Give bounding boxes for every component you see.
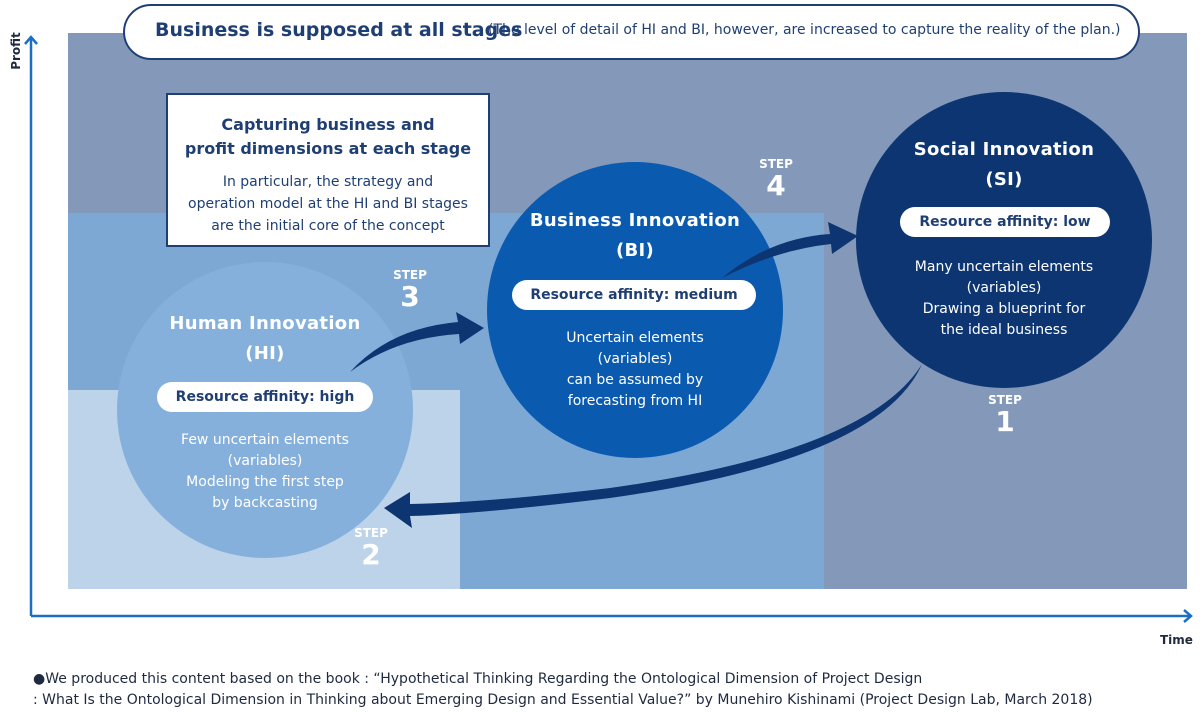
bi-title-line: (BI) (615, 240, 655, 261)
callout-body-line: operation model at the HI and BI stages (188, 196, 468, 212)
hi-title: Human Innovation (HI) (117, 309, 413, 369)
step-3-number: 3 (400, 280, 420, 313)
x-axis-label: Time (1160, 633, 1193, 647)
callout-box: Capturing business and profit dimensions… (166, 93, 490, 247)
step-4-number: 4 (766, 169, 786, 202)
bi-resource-pill: Resource affinity: medium (512, 280, 756, 310)
step-3-marker: STEP 3 (380, 268, 440, 312)
si-title-line: (SI) (985, 169, 1023, 190)
si-resource-pill: Resource affinity: low (900, 207, 1110, 237)
step-1-marker: STEP 1 (975, 393, 1035, 437)
si-title: Social Innovation (SI) (856, 135, 1152, 195)
bi-body-line: Uncertain elements (566, 330, 704, 346)
step-1-word: STEP (988, 393, 1022, 407)
step-4-word: STEP (759, 157, 793, 171)
callout-body: In particular, the strategy and operatio… (168, 171, 488, 237)
si-title-line: Social Innovation (913, 139, 1095, 160)
hi-body-line: Few uncertain elements (181, 432, 349, 448)
callout-body-line: In particular, the strategy and (222, 174, 434, 190)
si-circle (856, 92, 1152, 388)
callout-title-line: Capturing business and (221, 115, 435, 134)
arrow-bi-to-si (722, 222, 858, 278)
si-body-line: (variables) (966, 280, 1042, 296)
step-1-number: 1 (995, 405, 1015, 438)
arrow-hi-to-bi (350, 312, 484, 372)
bi-body-line: can be assumed by (566, 372, 704, 388)
si-body: Many uncertain elements (variables) Draw… (856, 257, 1152, 341)
bi-title: Business Innovation (BI) (487, 206, 783, 266)
step-3-word: STEP (393, 268, 427, 282)
hi-body-line: by backcasting (212, 495, 318, 511)
footnote-line-2: : What Is the Ontological Dimension in T… (33, 692, 1093, 708)
step-2-marker: STEP 2 (341, 526, 401, 570)
arrow-si-to-hi (384, 364, 922, 528)
step-4-marker: STEP 4 (746, 157, 806, 201)
hi-title-line: (HI) (245, 343, 285, 364)
hi-body: Few uncertain elements (variables) Model… (117, 430, 413, 514)
callout-title: Capturing business and profit dimensions… (168, 113, 488, 161)
callout-body-line: are the initial core of the concept (211, 218, 445, 234)
bi-circle (487, 162, 783, 458)
callout-title-line: profit dimensions at each stage (184, 139, 472, 158)
footnote-line-1: ●We produced this content based on the b… (33, 671, 923, 687)
hi-title-line: Human Innovation (169, 313, 361, 334)
bi-body: Uncertain elements (variables) can be as… (487, 328, 783, 412)
si-body-line: Drawing a blueprint for (922, 301, 1086, 317)
step-2-number: 2 (361, 538, 381, 571)
hi-resource-pill: Resource affinity: high (157, 382, 373, 412)
si-body-line: the ideal business (940, 322, 1068, 338)
title-banner (123, 4, 1140, 60)
bi-title-line: Business Innovation (529, 210, 741, 231)
bi-body-line: forecasting from HI (567, 393, 703, 409)
step-2-word: STEP (354, 526, 388, 540)
si-body-line: Many uncertain elements (914, 259, 1094, 275)
y-axis-label: Profit (9, 32, 23, 70)
banner-subtitle: (The level of detail of HI and BI, howev… (488, 22, 1121, 38)
hi-body-line: Modeling the first step (186, 474, 344, 490)
bi-body-line: (variables) (597, 351, 673, 367)
banner-title: Business is supposed at all stages (155, 19, 523, 41)
hi-body-line: (variables) (227, 453, 303, 469)
